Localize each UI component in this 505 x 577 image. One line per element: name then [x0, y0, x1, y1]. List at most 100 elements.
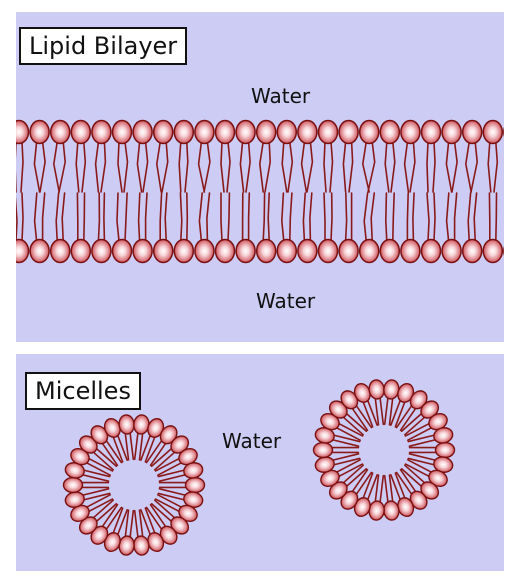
lipid-head	[257, 240, 276, 263]
bilayer-tail	[488, 142, 491, 192]
bilayer-tail	[446, 142, 451, 192]
bilayer-tail	[249, 193, 250, 241]
bilayer-tail	[405, 142, 409, 192]
lipid-head	[298, 121, 317, 144]
bilayer-tail	[331, 193, 332, 241]
lipid-head	[92, 240, 111, 263]
lipid-head	[298, 240, 317, 263]
lipid-head	[51, 240, 70, 263]
bilayer-tail	[180, 193, 181, 241]
bilayer-tail	[221, 193, 222, 241]
lipid-head	[277, 121, 296, 144]
bilayer-tail	[143, 142, 148, 192]
micelle-tail	[135, 511, 138, 537]
bilayer-tail	[410, 142, 415, 192]
bilayer-tail	[310, 193, 312, 241]
bilayer-tail	[82, 142, 85, 192]
lipid-head	[422, 121, 441, 144]
bilayer-tail	[21, 142, 23, 192]
bilayer-tail	[117, 193, 119, 241]
lipid-head	[113, 240, 132, 263]
lipid-head	[236, 121, 255, 144]
bilayer-tail	[146, 193, 147, 241]
bilayer-tail	[288, 142, 292, 192]
bilayer-tail	[118, 142, 122, 192]
micelle-tail	[385, 476, 388, 502]
bilayer-tail	[125, 193, 127, 241]
bilayer-tail	[96, 142, 99, 192]
lipid-head	[401, 240, 420, 263]
bilayer-tail	[34, 142, 39, 192]
bilayer-tail	[43, 193, 45, 241]
lipid-head	[174, 121, 193, 144]
bilayer-tail	[35, 193, 37, 241]
lipid-head	[30, 121, 49, 144]
bilayer-tail	[371, 193, 374, 241]
bilayer-molecules	[16, 121, 504, 263]
bilayer-tail	[364, 193, 367, 241]
micelle-lipid-head	[186, 478, 205, 493]
bilayer-tail	[494, 142, 497, 192]
micelle-lipid-head	[436, 443, 455, 458]
bilayer-tail	[407, 193, 408, 241]
bilayer-tail	[199, 193, 202, 241]
lipid-head	[319, 121, 338, 144]
micelle-tail	[380, 398, 383, 424]
bilayer-tail	[391, 142, 395, 192]
bilayer-tail	[268, 193, 269, 241]
bilayer-tail	[434, 193, 435, 241]
lipid-head	[174, 240, 193, 263]
bilayer-tail	[468, 193, 470, 241]
lipid-bilayer-label: Lipid Bilayer	[19, 27, 187, 65]
lipid-head	[380, 121, 399, 144]
micelle-lipid-head	[383, 500, 400, 521]
bilayer-tail	[330, 142, 333, 192]
bilayer-tail	[282, 142, 287, 192]
bilayer-tail	[246, 142, 250, 192]
lipid-head	[401, 121, 420, 144]
bilayer-tail	[56, 193, 58, 241]
bilayer-tail	[363, 142, 369, 192]
lipid-head	[277, 240, 296, 263]
micelle-tail	[135, 433, 138, 459]
lipid-head	[16, 240, 29, 263]
bilayer-tail	[466, 142, 471, 192]
bilayer-tail	[474, 193, 476, 241]
lipid-head	[257, 121, 276, 144]
bilayer-tail	[62, 193, 64, 241]
lipid-head	[51, 121, 70, 144]
lipid-head	[16, 121, 29, 144]
lipid-head	[319, 240, 338, 263]
lipid-head	[483, 121, 502, 144]
bilayer-tail	[290, 193, 292, 241]
micelle-tail	[130, 433, 133, 459]
micelle-lipid-head	[118, 414, 135, 435]
water-label-micelles: Water	[222, 429, 281, 453]
bilayer-tail	[162, 142, 168, 192]
lipid-head	[195, 240, 214, 263]
bilayer-tail	[413, 193, 414, 241]
lipid-head	[133, 121, 152, 144]
bilayer-tail	[303, 193, 305, 241]
bilayer-tail	[22, 193, 23, 241]
lipid-bilayer-panel: Lipid Bilayer Water Water	[16, 12, 504, 342]
bilayer-tail	[76, 142, 79, 192]
micelle-lipid-head	[133, 414, 150, 435]
micelle-lipid-head	[133, 535, 150, 556]
lipid-head	[133, 240, 152, 263]
lipid-head	[339, 240, 358, 263]
lipid-head	[236, 240, 255, 263]
bilayer-tail	[343, 142, 345, 192]
bilayer-tail	[302, 142, 307, 192]
lipid-head	[380, 240, 399, 263]
bilayer-tail	[427, 142, 428, 192]
bilayer-tail	[265, 142, 270, 192]
micelle-tail	[385, 398, 388, 424]
bilayer-tail	[260, 142, 263, 192]
bilayer-tail	[307, 142, 312, 192]
bilayer-tail	[368, 142, 375, 192]
water-label-bottom: Water	[256, 289, 315, 313]
bilayer-tail	[207, 193, 210, 241]
micelle-lipid-head	[64, 478, 83, 493]
bilayer-tail	[199, 142, 205, 192]
